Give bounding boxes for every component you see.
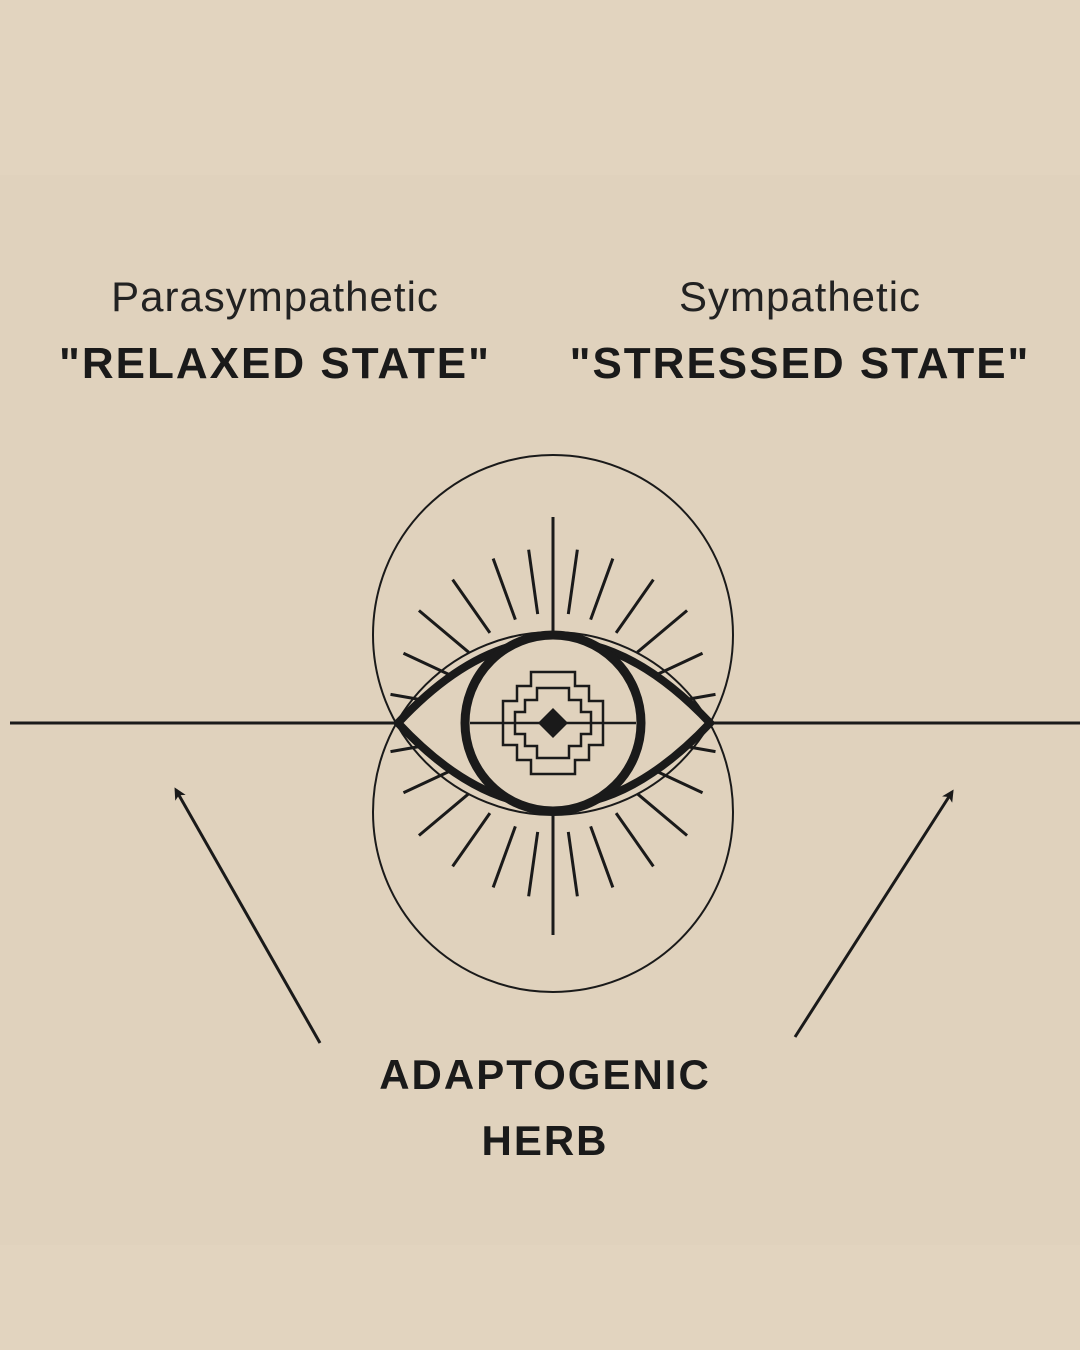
relaxed-state-label: "RELAXED STATE"	[59, 339, 491, 388]
herb-text: HERB	[481, 1117, 609, 1164]
adaptogenic-herb-label: ADAPTOGENIC HERB	[290, 1042, 800, 1174]
right-arrow-icon	[793, 789, 954, 1038]
eye-ray	[566, 549, 579, 615]
sympathetic-subtitle: Sympathetic	[678, 273, 922, 320]
adaptogenic-text: ADAPTOGENIC	[379, 1051, 711, 1098]
eye-ray	[566, 831, 579, 897]
eye-ray	[417, 792, 470, 837]
left-arrow-icon	[174, 787, 322, 1044]
eye-ray	[527, 831, 540, 897]
eye-ray	[614, 578, 655, 634]
eye-ray	[652, 651, 704, 678]
parasympathetic-label: Parasympathetic "RELAXED STATE"	[15, 272, 535, 390]
eye-ray	[614, 812, 655, 868]
eye-ray	[402, 768, 454, 795]
eye-ray	[527, 549, 540, 615]
eye-ray	[491, 825, 517, 888]
sympathetic-label: Sympathetic "STRESSED STATE"	[540, 272, 1060, 390]
eye-ray	[652, 768, 704, 795]
eye-ray	[636, 792, 689, 837]
eye-ray	[451, 812, 492, 868]
eye-ray	[589, 558, 615, 621]
eye-ray	[636, 609, 689, 654]
eye-symbol-icon	[390, 549, 716, 897]
eye-ray	[491, 558, 517, 621]
stressed-state-label: "STRESSED STATE"	[569, 339, 1031, 388]
eye-ray	[402, 651, 454, 678]
eye-ray	[451, 578, 492, 634]
eye-ray	[589, 825, 615, 888]
parasympathetic-subtitle: Parasympathetic	[111, 273, 439, 320]
eye-ray	[417, 609, 470, 654]
